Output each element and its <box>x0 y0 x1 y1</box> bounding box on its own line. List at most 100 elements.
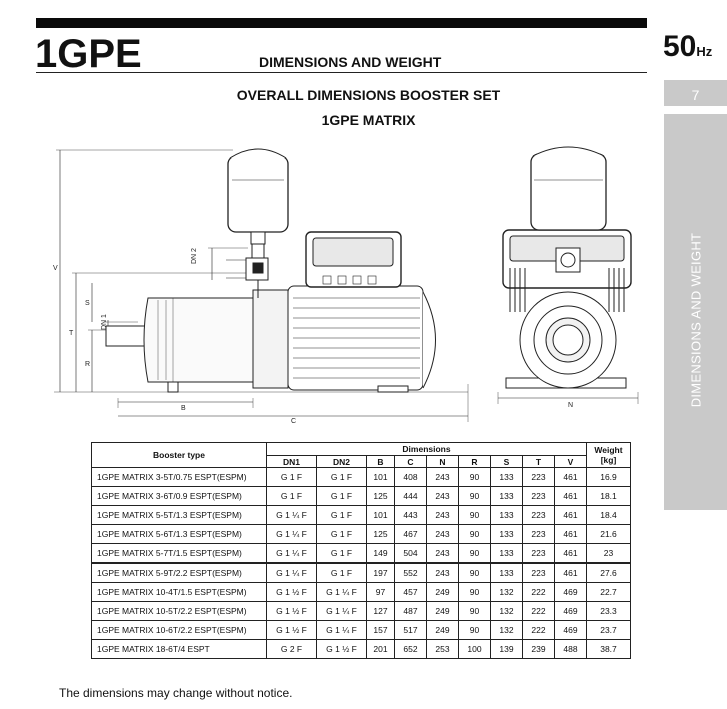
cell-r: 90 <box>458 486 491 506</box>
dim-label-b: B <box>181 405 186 412</box>
cell-v: 469 <box>554 582 587 602</box>
cell-s: 132 <box>490 620 523 640</box>
cell-dn1: G 1 ½ F <box>266 582 317 602</box>
column-header: B <box>366 455 395 468</box>
footer-note: The dimensions may change without notice… <box>59 686 293 700</box>
cell-b: 149 <box>366 543 395 564</box>
weight-unit: [kg] <box>600 455 617 465</box>
cell-n: 243 <box>426 543 459 564</box>
cell-dn1: G 1 ¼ F <box>266 543 317 564</box>
cell-c: 652 <box>394 639 427 659</box>
cell-w: 38.7 <box>586 639 631 659</box>
cell-type: 1GPE MATRIX 5-6T/1.3 ESPT(ESPM) <box>91 524 267 544</box>
cell-c: 504 <box>394 543 427 564</box>
cell-n: 249 <box>426 582 459 602</box>
column-header: C <box>394 455 427 468</box>
cell-dn1: G 1 F <box>266 467 317 487</box>
header-bar <box>36 18 647 28</box>
header-weight: Weight[kg] <box>586 442 631 468</box>
column-header: DN2 <box>316 455 367 468</box>
dim-label-c: C <box>291 418 296 425</box>
cell-s: 133 <box>490 562 523 583</box>
cell-dn1: G 2 F <box>266 639 317 659</box>
dim-label-n: N <box>568 402 573 409</box>
cell-c: 444 <box>394 486 427 506</box>
cell-b: 101 <box>366 467 395 487</box>
cell-b: 201 <box>366 639 395 659</box>
header-dimensions: Dimensions <box>266 442 587 456</box>
cell-n: 243 <box>426 505 459 525</box>
cell-v: 461 <box>554 524 587 544</box>
cell-b: 125 <box>366 486 395 506</box>
cell-dn1: G 1 ¼ F <box>266 562 317 583</box>
cell-dn2: G 1 ¼ F <box>316 601 367 621</box>
column-header: DN1 <box>266 455 317 468</box>
cell-r: 90 <box>458 467 491 487</box>
cell-type: 1GPE MATRIX 3-6T/0.9 ESPT(ESPM) <box>91 486 267 506</box>
booster-set-drawing: V T S R B C N DN 1 DN 2 <box>53 146 639 425</box>
cell-r: 90 <box>458 601 491 621</box>
cell-c: 552 <box>394 562 427 583</box>
cell-r: 90 <box>458 505 491 525</box>
cell-type: 1GPE MATRIX 10-5T/2.2 ESPT(ESPM) <box>91 601 267 621</box>
cell-s: 133 <box>490 505 523 525</box>
cell-t: 222 <box>522 620 555 640</box>
frequency-unit: Hz <box>696 44 713 59</box>
cell-r: 90 <box>458 620 491 640</box>
column-header: N <box>426 455 459 468</box>
cell-dn2: G 1 F <box>316 562 367 583</box>
page-number: 7 <box>691 87 700 103</box>
cell-s: 133 <box>490 467 523 487</box>
frequency-value: 50 <box>663 30 697 63</box>
cell-v: 461 <box>554 467 587 487</box>
cell-dn1: G 1 F <box>266 486 317 506</box>
cell-r: 90 <box>458 543 491 564</box>
column-header: T <box>522 455 555 468</box>
cell-b: 197 <box>366 562 395 583</box>
cell-dn2: G 1 F <box>316 543 367 564</box>
cell-b: 127 <box>366 601 395 621</box>
cell-n: 243 <box>426 562 459 583</box>
cell-type: 1GPE MATRIX 3-5T/0.75 ESPT(ESPM) <box>91 467 267 487</box>
cell-s: 133 <box>490 543 523 564</box>
dim-label-dn1: DN 1 <box>101 314 108 330</box>
cell-dn1: G 1 ½ F <box>266 601 317 621</box>
dim-label-dn2: DN 2 <box>191 248 198 264</box>
cell-dn2: G 1 F <box>316 467 367 487</box>
cell-w: 18.4 <box>586 505 631 525</box>
cell-dn2: G 1 ¼ F <box>316 620 367 640</box>
cell-w: 16.9 <box>586 467 631 487</box>
cell-type: 1GPE MATRIX 5-9T/2.2 ESPT(ESPM) <box>91 562 267 583</box>
column-header: S <box>490 455 523 468</box>
cell-t: 239 <box>522 639 555 659</box>
cell-b: 97 <box>366 582 395 602</box>
cell-t: 223 <box>522 467 555 487</box>
cell-c: 517 <box>394 620 427 640</box>
cell-dn2: G 1 F <box>316 505 367 525</box>
dim-label-s: S <box>85 300 90 307</box>
cell-v: 461 <box>554 486 587 506</box>
cell-w: 23.7 <box>586 620 631 640</box>
cell-w: 22.7 <box>586 582 631 602</box>
sidebar-divider <box>664 106 727 114</box>
sidebar-section-label: DIMENSIONS AND WEIGHT <box>688 232 703 408</box>
cell-dn2: G 1 F <box>316 524 367 544</box>
cell-v: 461 <box>554 562 587 583</box>
cell-w: 23 <box>586 543 631 564</box>
header-underline <box>36 72 647 73</box>
cell-w: 27.6 <box>586 562 631 583</box>
cell-r: 90 <box>458 582 491 602</box>
dim-label-r: R <box>85 361 90 368</box>
header-booster-type: Booster type <box>91 442 267 468</box>
cell-t: 223 <box>522 543 555 564</box>
cell-w: 21.6 <box>586 524 631 544</box>
cell-n: 243 <box>426 486 459 506</box>
cell-n: 243 <box>426 524 459 544</box>
cell-type: 1GPE MATRIX 5-5T/1.3 ESPT(ESPM) <box>91 505 267 525</box>
cell-s: 139 <box>490 639 523 659</box>
cell-v: 461 <box>554 505 587 525</box>
cell-b: 125 <box>366 524 395 544</box>
